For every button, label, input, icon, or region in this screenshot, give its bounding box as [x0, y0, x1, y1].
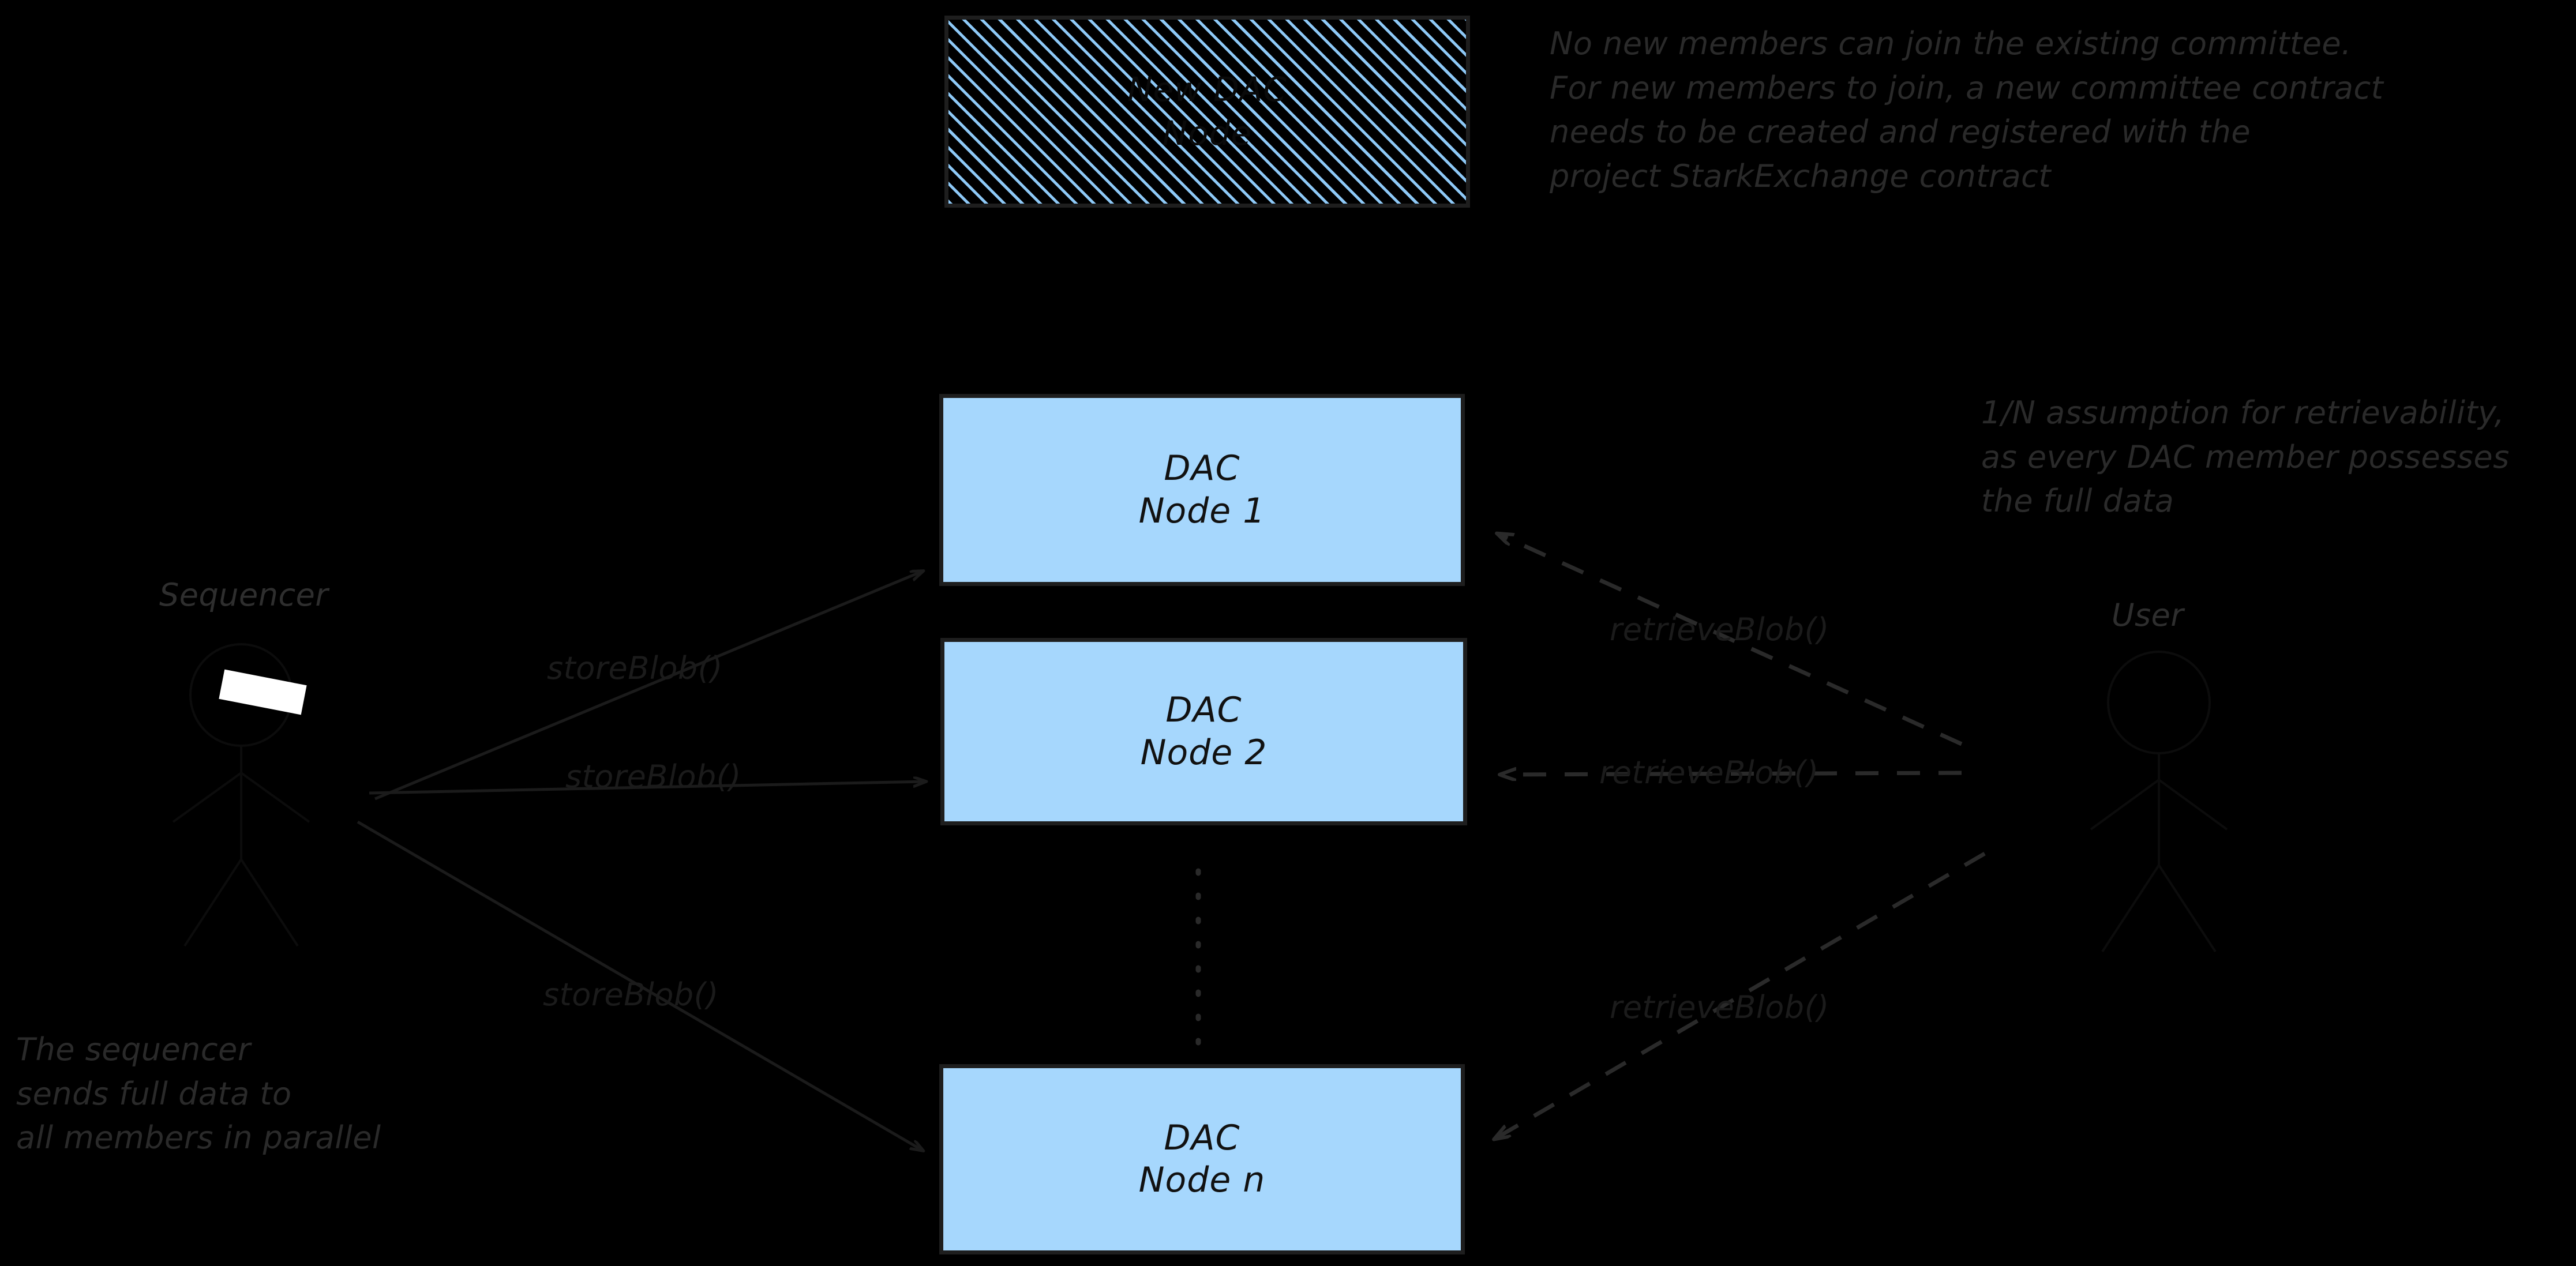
user-figure: [2090, 651, 2228, 953]
edge-label-store-2: storeBlob(): [565, 758, 741, 795]
dac-node-2-line-1: DAC: [1165, 690, 1242, 731]
dac-node-1-line-2: Node 1: [1138, 490, 1266, 531]
annotation-committee: No new members can join the existing com…: [1550, 25, 2384, 195]
edge-label-store-n: storeBlob(): [543, 976, 719, 1013]
new-dac-node-box[interactable]: New DAC Node: [944, 16, 1470, 208]
user-label: User: [2112, 597, 2184, 633]
edge-label-retrieve-n: retrieveBlob(): [1610, 989, 1829, 1025]
dac-node-1-line-1: DAC: [1164, 448, 1240, 489]
mouse-pointer-rect: [219, 669, 307, 715]
new-dac-node-line-2: Node: [1162, 113, 1253, 153]
sequencer-label: Sequencer: [159, 577, 329, 613]
edge-label-retrieve-1: retrieveBlob(): [1610, 611, 1829, 648]
edge-label-retrieve-2: retrieveBlob(): [1599, 754, 1819, 791]
edge-label-store-1: storeBlob(): [547, 650, 723, 686]
dac-node-2-line-2: Node 2: [1140, 732, 1268, 773]
annotation-retrievability: 1/N assumption for retrievability, as ev…: [1981, 395, 2510, 520]
annotation-sequencer-note: The sequencer sends full data to all mem…: [16, 1031, 381, 1156]
dac-node-2-box[interactable]: DAC Node 2: [940, 638, 1467, 825]
dac-node-n-box[interactable]: DAC Node n: [939, 1064, 1465, 1254]
dac-node-n-line-1: DAC: [1164, 1117, 1240, 1158]
new-dac-node-line-1: New DAC: [1127, 70, 1287, 110]
dac-node-n-line-2: Node n: [1138, 1160, 1266, 1200]
dac-node-1-box[interactable]: DAC Node 1: [939, 394, 1465, 586]
